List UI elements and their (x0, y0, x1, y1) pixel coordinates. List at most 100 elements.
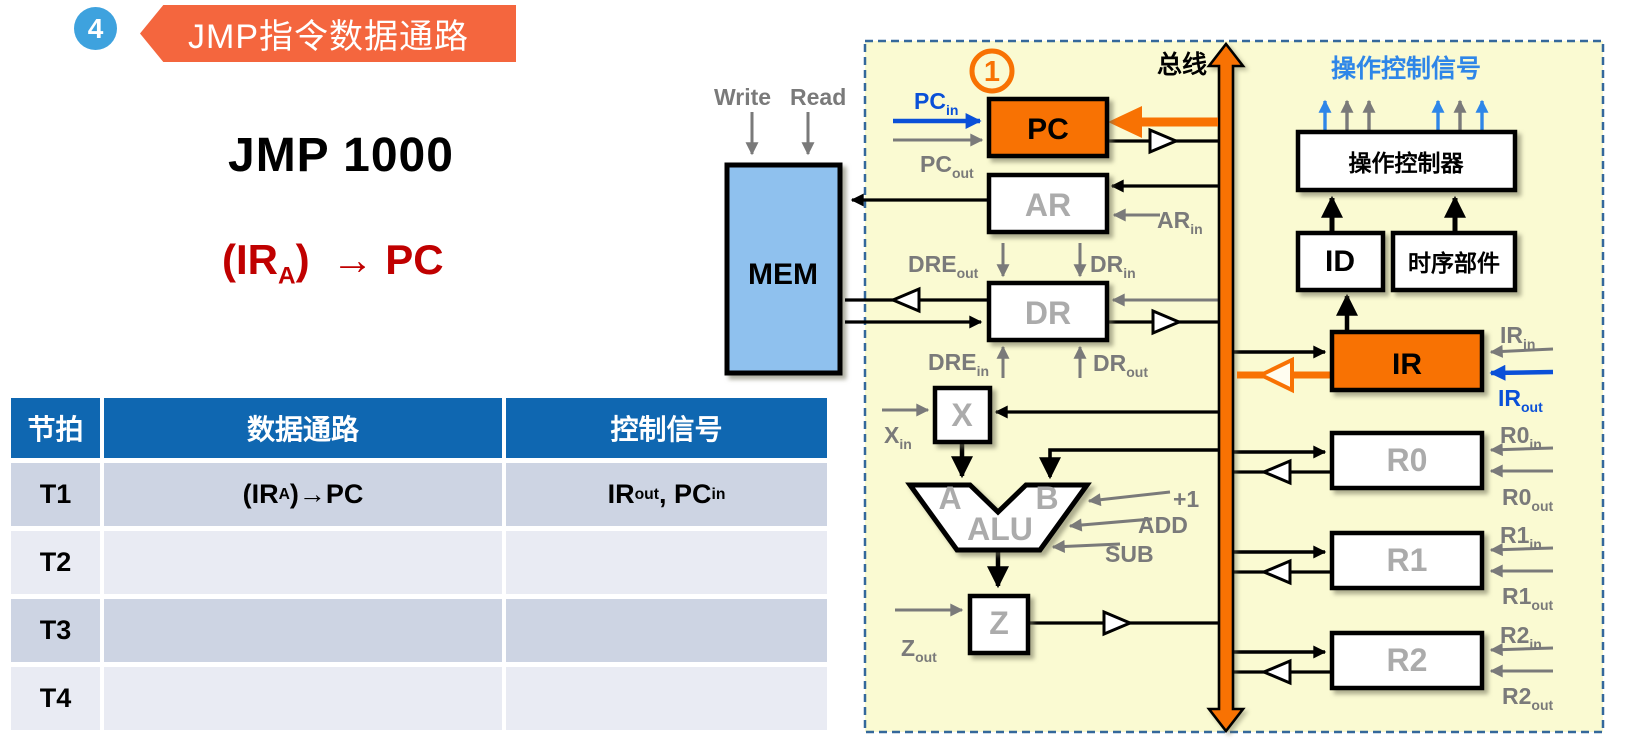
r0-output-buffer-icon (1260, 458, 1292, 486)
id-box (1295, 230, 1386, 293)
dr-in-label: DRin (1090, 251, 1136, 281)
control-stub-lines (882, 133, 1554, 678)
dr-label: DR (1025, 295, 1071, 331)
pc-output-buffer-icon (1148, 127, 1180, 155)
x-box (932, 385, 993, 445)
buffer-triangles (889, 127, 1292, 686)
table-header-beat: 节拍 (11, 398, 100, 458)
control-signal-arrows (1318, 99, 1489, 130)
mem-label: MEM (748, 258, 818, 291)
alu-shape (905, 482, 1092, 553)
alu-add-arrow-icon (1068, 517, 1153, 532)
control-signals-title: 操作控制信号 (1331, 55, 1481, 83)
r2-output-buffer-icon (1260, 658, 1292, 686)
highlight-ir-to-bus-arrow (1237, 356, 1330, 394)
r2-in-label: R2in (1500, 622, 1542, 652)
r1-in-label: R1in (1500, 522, 1542, 552)
r0-out-label: R0out (1502, 484, 1554, 514)
table-row-path (104, 531, 502, 594)
alu-b-label: B (1035, 480, 1058, 516)
z-label: Z (989, 605, 1009, 641)
alu-a-label: A (938, 480, 961, 516)
alu-sub-arrow-icon (1051, 539, 1121, 553)
id-label: ID (1325, 245, 1355, 278)
r0-in-label: R0in (1500, 422, 1542, 452)
controller-label: 操作控制器 (1349, 150, 1465, 176)
ar-box (986, 172, 1110, 235)
bus-line (1206, 41, 1246, 734)
ir-box (1329, 329, 1485, 393)
dre-out-label: DREout (908, 251, 979, 281)
x-label: X (951, 397, 973, 433)
r1-in-arrow-icon (1489, 543, 1554, 557)
mem-block (724, 112, 843, 376)
table-row-beat: T1 (11, 463, 100, 526)
table-row-beat: T3 (11, 599, 100, 662)
dr-to-mem-buffer-icon (889, 286, 921, 314)
ir-label: IR (1392, 348, 1422, 381)
r1-label: R1 (1387, 542, 1428, 578)
ir-out-label: IRout (1498, 385, 1543, 415)
table-header-path: 数据通路 (104, 398, 502, 458)
pc-out-label: PCout (920, 151, 974, 181)
dr-out-label: DRout (1093, 350, 1148, 380)
pc-in-label: PCin (914, 88, 958, 118)
table-header-signal: 控制信号 (506, 398, 827, 458)
alu-label: ALU (967, 511, 1033, 547)
alu-plus1-arrow-icon (1087, 490, 1171, 507)
z-output-buffer-icon (1102, 609, 1134, 637)
r1-box (1329, 530, 1485, 591)
alu-plus1-label: +1 (1173, 486, 1199, 512)
title-banner: JMP指令数据通路 (140, 5, 516, 62)
ir-in-arrow-icon (1489, 344, 1554, 358)
table-row-signal (506, 531, 827, 594)
r2-out-label: R2out (1502, 683, 1554, 713)
ir-output-buffer-icon (1256, 356, 1294, 394)
ar-in-label: ARin (1157, 207, 1203, 237)
step-number-badge: 4 (74, 7, 117, 50)
z-box (967, 593, 1031, 656)
x-in-label: Xin (884, 422, 912, 452)
r0-box (1329, 430, 1485, 491)
dre-in-label: DREin (928, 349, 989, 379)
table-row-beat: T4 (11, 667, 100, 730)
bus-to-alu-b-line (1039, 448, 1220, 480)
svg-text:1: 1 (984, 56, 1000, 88)
table-row-path (104, 667, 502, 730)
transfer-formula: (IRA)→ PC (222, 236, 444, 290)
r2-label: R2 (1387, 642, 1428, 678)
register-boxes (905, 96, 1518, 691)
instruction-title: JMP 1000 (228, 129, 454, 182)
datapath-diagram: 1 MEM PC AR DR X ALU A B Z IR R0 R1 R2 操… (714, 39, 1605, 734)
alu-sub-label: SUB (1105, 541, 1154, 567)
dr-output-buffer-icon (1151, 308, 1183, 336)
table-row-path (104, 599, 502, 662)
ar-label: AR (1025, 187, 1071, 223)
r1-output-buffer-icon (1260, 558, 1292, 586)
controller-box (1295, 129, 1518, 193)
dr-box (986, 280, 1110, 343)
ir-in-label: IRin (1500, 322, 1535, 352)
write-label: Write (714, 84, 771, 110)
pc-label: PC (1027, 113, 1069, 146)
timing-box (1390, 230, 1518, 293)
timing-label: 时序部件 (1408, 250, 1500, 276)
r1-out-label: R1out (1502, 583, 1554, 613)
alu-add-label: ADD (1138, 512, 1188, 538)
step-marker: 1 (969, 48, 1015, 94)
page-title: JMP指令数据通路 (188, 18, 469, 56)
read-label: Read (790, 84, 846, 110)
bus-label: 总线 (1157, 50, 1207, 79)
pc-box (986, 96, 1110, 159)
r0-in-arrow-icon (1489, 443, 1554, 457)
table-row-signal (506, 667, 827, 730)
r0-label: R0 (1387, 442, 1428, 478)
ir-out-arrow-icon (1489, 364, 1554, 381)
z-out-label: Zout (901, 635, 937, 665)
highlight-bus-to-pc-arrow (1108, 106, 1218, 138)
r2-in-arrow-icon (1489, 643, 1554, 657)
r2-box (1329, 630, 1485, 691)
